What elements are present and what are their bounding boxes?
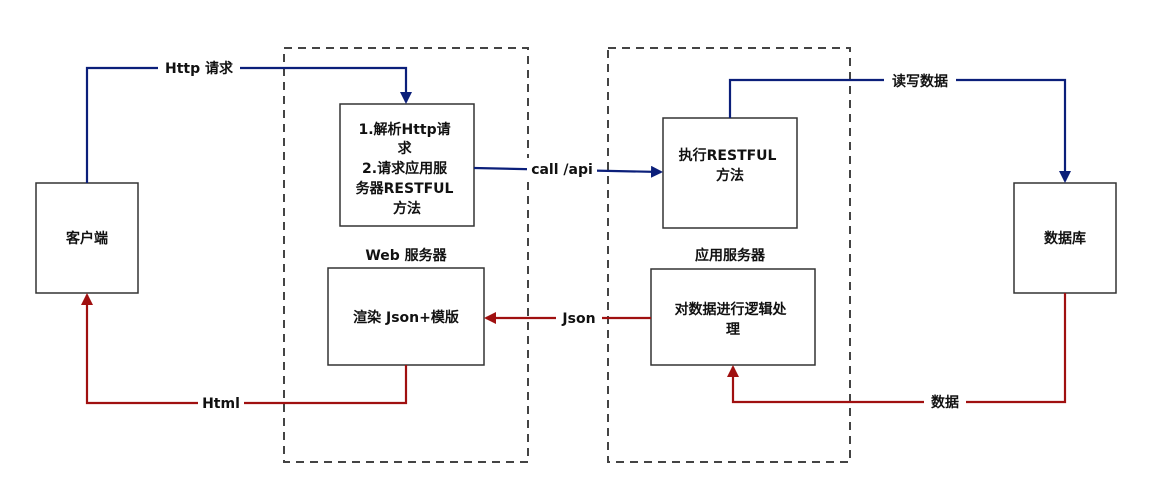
json-label: Json <box>561 311 595 327</box>
call-api-label-bg <box>527 158 597 180</box>
web-parse-line: 务器RESTFUL <box>356 180 454 197</box>
app-logic-line: 理 <box>726 322 740 338</box>
app-logic-line: 对数据进行逻辑处 <box>675 301 788 318</box>
html-label: Html <box>202 396 240 412</box>
web-parse-box <box>339 103 475 227</box>
app-execute-line: 方法 <box>716 167 744 184</box>
app-server-title: 应用服务器 <box>695 247 766 264</box>
web-parse-line: 方法 <box>393 200 421 217</box>
web-server-title: Web 服务器 <box>365 247 447 264</box>
read-write-label-bg <box>884 71 956 91</box>
html-label-bg <box>198 393 244 413</box>
web-parse-line: 求 <box>398 140 413 157</box>
database-box <box>1013 182 1117 294</box>
read-write-label: 读写数据 <box>892 73 948 90</box>
data-label: 数据 <box>931 394 959 411</box>
app-execute-box <box>662 117 798 229</box>
http-request-label-bg <box>158 58 240 78</box>
app-server-container <box>607 47 851 463</box>
web-parse-line: 2.请求应用服 <box>362 160 448 177</box>
json-label-bg <box>556 308 602 328</box>
database-label: 数据库 <box>1044 230 1086 247</box>
web-parse-text: 1.解析Http请 求 2.请求应用服 务器RESTFUL 方法 <box>356 121 459 217</box>
web-render-label: 渲染 Json+模版 <box>353 309 459 326</box>
app-execute-text: 执行RESTFUL 方法 <box>679 147 782 184</box>
client-label: 客户端 <box>65 230 108 247</box>
data-label-bg <box>924 392 966 412</box>
call-api-label: call /api <box>531 162 593 178</box>
http-request-label: Http 请求 <box>165 60 234 77</box>
web-parse-line: 1.解析Http请 <box>358 121 450 138</box>
app-logic-text: 对数据进行逻辑处 理 <box>675 301 792 338</box>
app-execute-line: 执行RESTFUL <box>679 147 777 164</box>
html-arrow <box>81 293 408 405</box>
data-arrow <box>727 293 1067 404</box>
http-request-arrow <box>85 66 412 183</box>
web-server-container <box>283 47 529 463</box>
